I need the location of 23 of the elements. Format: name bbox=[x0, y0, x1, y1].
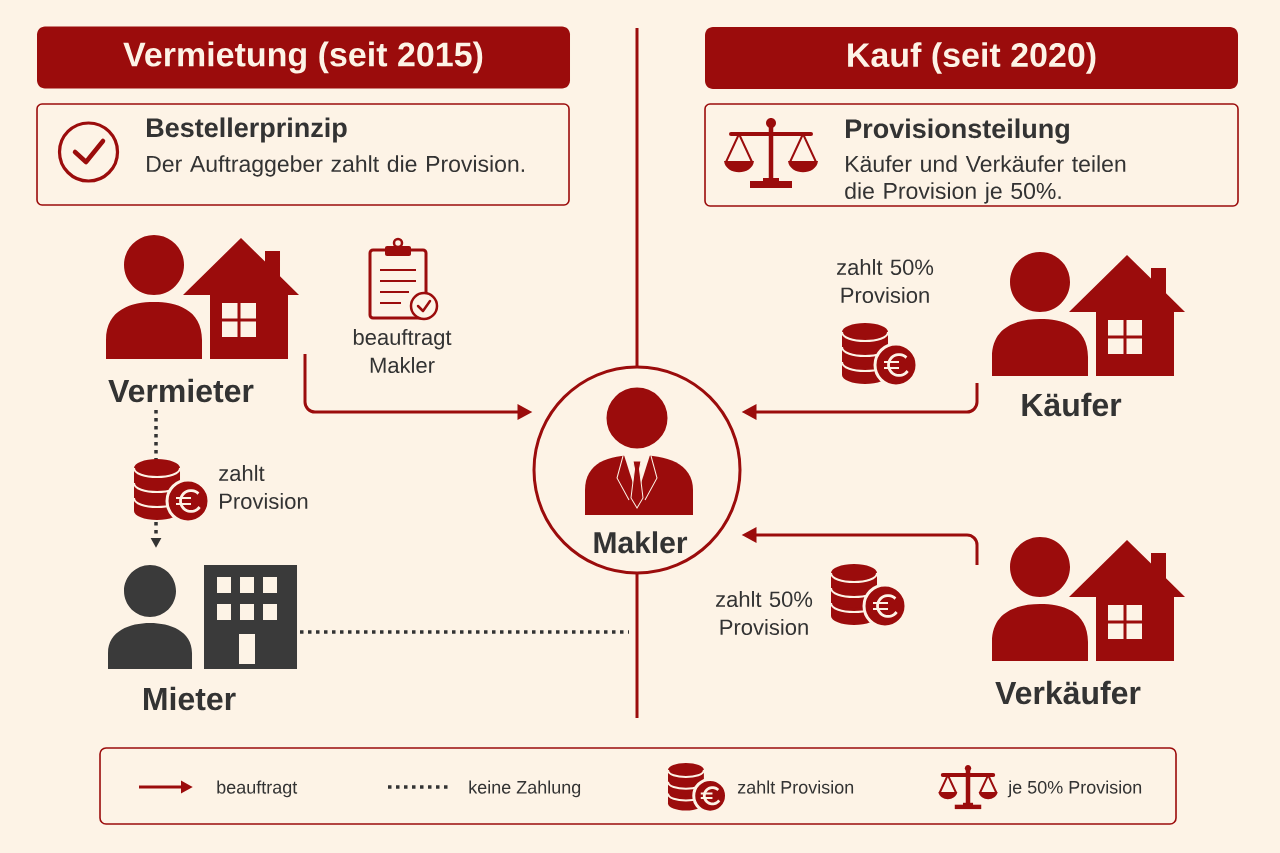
legend-label: je 50% Provision bbox=[1007, 780, 1142, 798]
name-label: Verkäufer bbox=[995, 680, 1141, 705]
heading: Bestellerprinzip bbox=[147, 117, 347, 143]
name-label: Vermieter bbox=[108, 378, 254, 403]
dotted-line bbox=[300, 630, 629, 634]
legend-label: zahlt Provision bbox=[737, 780, 854, 794]
name-label: Mieter bbox=[144, 686, 236, 711]
legend-label: keine Zahlung bbox=[469, 780, 581, 798]
edge-label: zahlt Provision bbox=[219, 464, 308, 510]
title-banner: Vermietung (seit 2015) bbox=[37, 26, 570, 89]
body-text: Käufer und Verkäufer teilen die Provision je 50%. bbox=[845, 155, 1126, 204]
name-label: Käufer bbox=[1022, 392, 1122, 417]
edge-label: zahlt 50% Provision bbox=[716, 590, 813, 636]
heading: Provisionsteilung bbox=[846, 118, 1069, 144]
info-box bbox=[36, 103, 570, 206]
legend-label: beauftragt bbox=[217, 780, 298, 798]
edge-label: beauftragt Makler bbox=[353, 328, 452, 374]
name-label: Makler bbox=[594, 531, 688, 554]
title-banner: Kauf (seit 2020) bbox=[705, 27, 1238, 89]
body-text: Der Auftraggeber zahlt die Provision. bbox=[147, 155, 524, 177]
edge-label: zahlt 50% Provision bbox=[837, 258, 934, 304]
info-box bbox=[704, 103, 1239, 207]
circle bbox=[532, 365, 742, 575]
